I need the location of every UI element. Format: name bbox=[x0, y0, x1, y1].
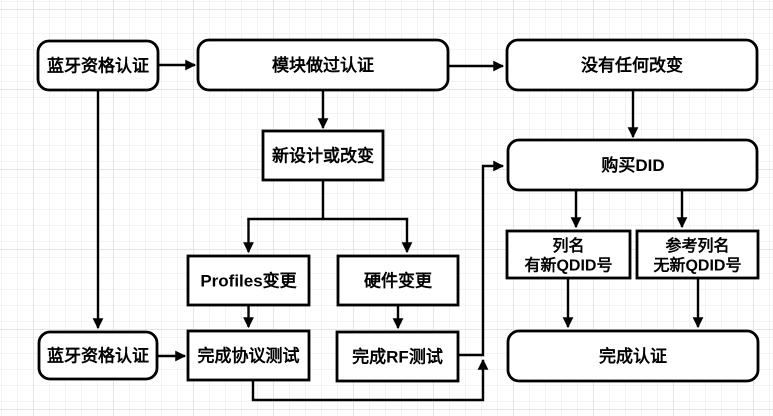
node-profiles-change-shape bbox=[186, 254, 311, 307]
node-complete-cert-shape bbox=[506, 329, 760, 383]
node-bt-cert-top: 蓝牙资格认证 bbox=[36, 39, 160, 92]
node-complete-cert: 完成认证 bbox=[506, 329, 760, 383]
node-bt-cert-bottom-label: 蓝牙资格认证 bbox=[47, 346, 149, 366]
node-profiles-change: Profiles变更 bbox=[186, 254, 311, 307]
node-profiles-change-label: Profiles变更 bbox=[200, 271, 297, 291]
reference-no-qdid-line2: 无新QDID号 bbox=[652, 256, 741, 275]
node-bt-cert-bottom-shape bbox=[37, 330, 159, 381]
node-hardware-change-shape bbox=[336, 254, 460, 307]
node-new-design-shape bbox=[261, 129, 385, 182]
node-protocol-test: 完成协议测试 bbox=[186, 329, 311, 382]
node-buy-did: 购买DID bbox=[506, 138, 759, 192]
node-reference-no-qdid-label: 参考列名无新QDID号 bbox=[652, 236, 741, 275]
node-reference-no-qdid: 参考列名无新QDID号 bbox=[635, 229, 760, 280]
node-no-change: 没有任何改变 bbox=[505, 38, 759, 92]
node-listed-new-qdid-label: 列名有新QDID号 bbox=[524, 236, 612, 275]
node-module-certified-shape bbox=[196, 38, 450, 92]
node-hardware-change: 硬件变更 bbox=[336, 254, 460, 307]
listed-new-qdid-line1: 列名 bbox=[552, 236, 584, 255]
node-complete-cert-label: 完成认证 bbox=[599, 346, 667, 366]
edge-newdesign-branch bbox=[247, 178, 409, 221]
node-rf-test-shape bbox=[335, 330, 460, 383]
node-bt-cert-top-shape bbox=[36, 39, 160, 92]
node-reference-no-qdid-shape bbox=[635, 229, 760, 280]
node-new-design-label: 新设计或改变 bbox=[272, 146, 374, 166]
node-protocol-test-label: 完成协议测试 bbox=[198, 346, 300, 366]
node-bt-cert-bottom: 蓝牙资格认证 bbox=[37, 330, 159, 381]
edge-protocoltest-to-junction bbox=[251, 358, 489, 402]
node-protocol-test-shape bbox=[186, 329, 311, 382]
edge-rftest-to-buydid bbox=[458, 160, 505, 357]
node-rf-test-label: 完成RF测试 bbox=[352, 347, 443, 367]
node-no-change-shape bbox=[505, 38, 759, 92]
node-bt-cert-top-label: 蓝牙资格认证 bbox=[47, 56, 149, 76]
node-buy-did-label: 购买DID bbox=[601, 155, 664, 175]
node-module-certified: 模块做过认证 bbox=[196, 38, 450, 92]
listed-new-qdid-line2: 有新QDID号 bbox=[524, 256, 612, 275]
node-listed-new-qdid: 列名有新QDID号 bbox=[505, 229, 632, 280]
node-module-certified-label: 模块做过认证 bbox=[272, 55, 374, 75]
node-listed-new-qdid-shape bbox=[505, 229, 632, 280]
reference-no-qdid-line1: 参考列名 bbox=[665, 236, 729, 255]
node-hardware-change-label: 硬件变更 bbox=[364, 271, 433, 291]
node-buy-did-shape bbox=[506, 138, 759, 192]
node-new-design: 新设计或改变 bbox=[261, 129, 385, 182]
node-no-change-label: 没有任何改变 bbox=[581, 55, 683, 75]
node-rf-test: 完成RF测试 bbox=[335, 330, 460, 383]
